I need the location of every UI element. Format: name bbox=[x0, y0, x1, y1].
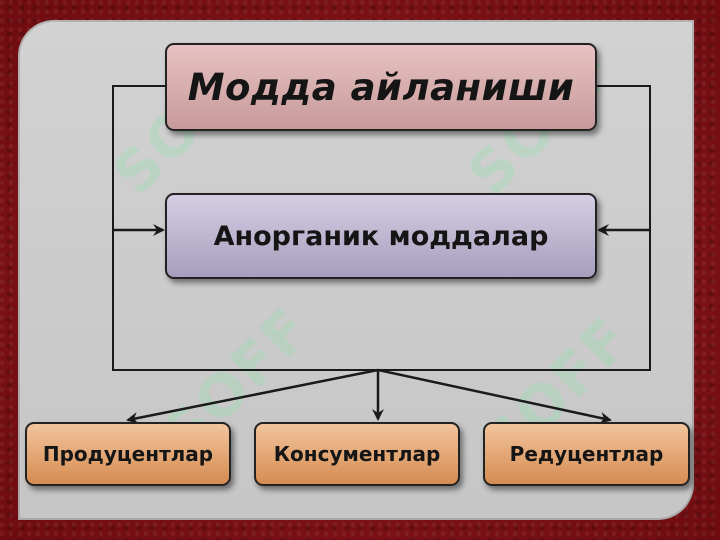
arrow-to-producers bbox=[126, 368, 379, 424]
arrow-to-decomposers bbox=[377, 368, 612, 424]
producers-box: Продуцентлар bbox=[25, 422, 231, 486]
decomposers-label: Редуцентлар bbox=[509, 442, 664, 466]
title-box: Модда айланиши bbox=[165, 43, 597, 131]
center-node-label: Анорганик моддалар bbox=[213, 220, 549, 252]
producers-label: Продуцентлар bbox=[42, 442, 214, 466]
consumers-label: Консументлар bbox=[273, 442, 441, 466]
decomposers-box: Редуцентлар bbox=[483, 422, 690, 486]
center-node-box: Анорганик моддалар bbox=[165, 193, 597, 279]
consumers-box: Консументлар bbox=[254, 422, 460, 486]
diagram-title: Модда айланиши bbox=[187, 65, 575, 109]
